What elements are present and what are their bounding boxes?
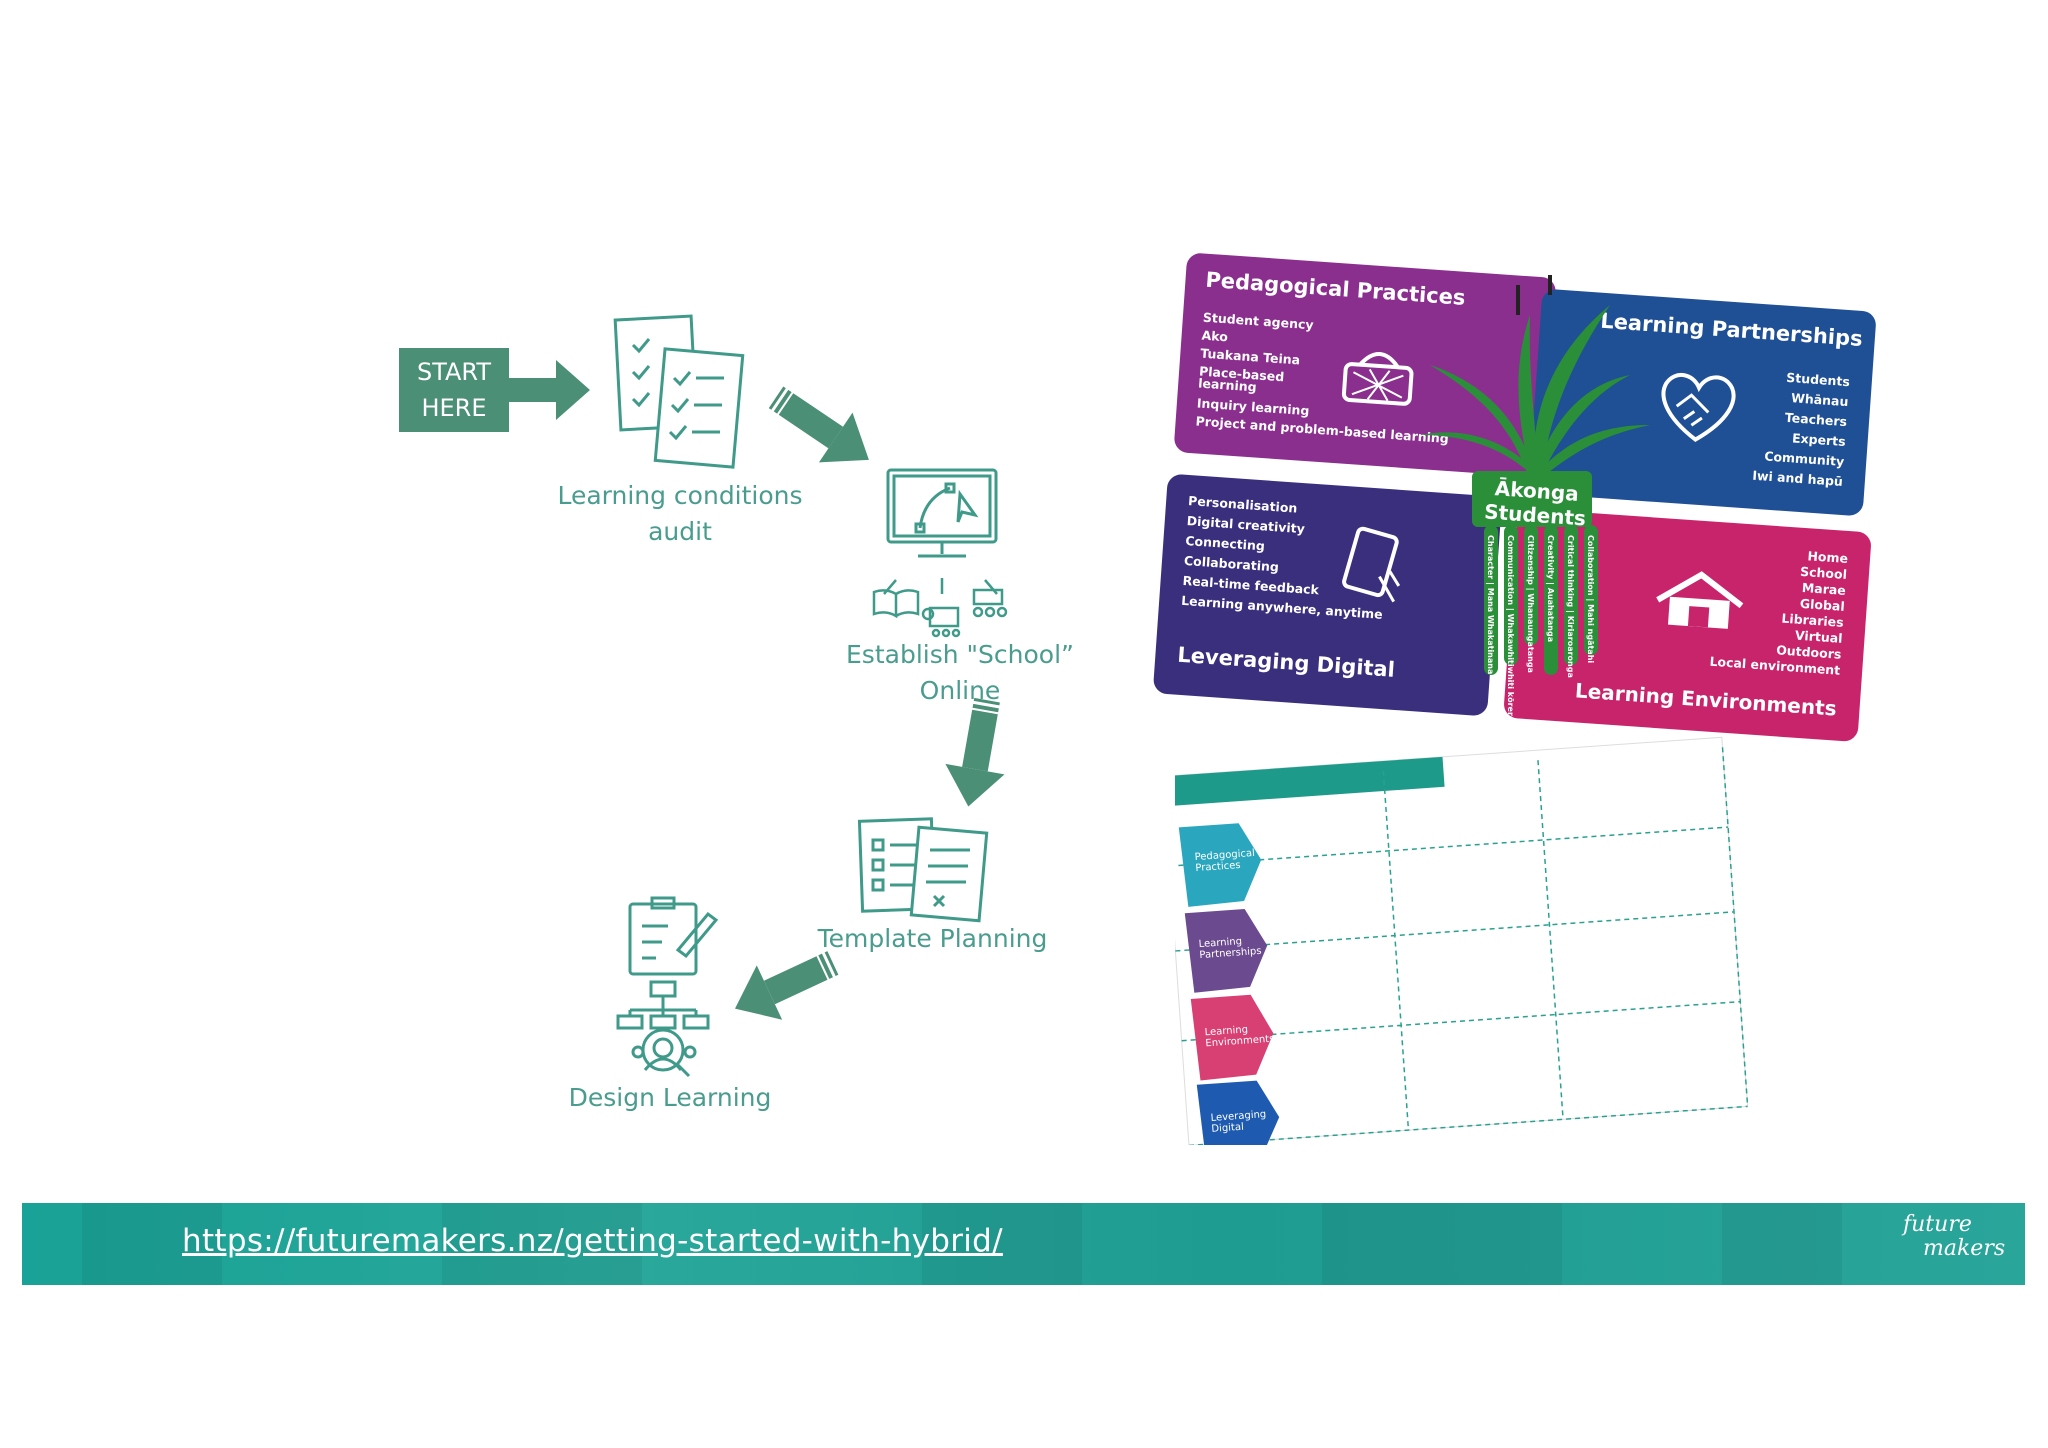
flax-plant-icon [1420, 275, 1650, 675]
kete-basket-icon [1341, 352, 1414, 406]
tablet-hand-icon [1342, 526, 1401, 603]
planning-template: Four Elements in Practice: In our physic… [1175, 725, 1775, 1145]
arrow-online-to-template [945, 697, 1005, 807]
template-planning-icon [857, 817, 989, 923]
akonga-students-label: Ākonga Students [1483, 476, 1587, 531]
card-learning-environments: Home School Marae Global Libraries Virtu… [1503, 507, 1872, 743]
hybrid-guide-link[interactable]: https://futuremakers.nz/getting-started-… [182, 1223, 1003, 1259]
step-online-label: Establish "School” Online [846, 640, 1074, 705]
template-grid [1175, 736, 1749, 1145]
step-template-label: Template Planning [817, 924, 1048, 953]
people-book-icon [872, 578, 1008, 638]
monitor-design-icon [886, 468, 998, 558]
four-elements-graphic: Pedagogical Practices Student agency Ako… [1150, 252, 1900, 775]
checklist-icon [613, 314, 745, 469]
futuremakers-logo: future makers [1903, 1212, 2006, 1261]
card-title: Leveraging Digital [1176, 642, 1396, 682]
start-label: START [416, 358, 492, 386]
step-design-label: Design Learning [568, 1083, 772, 1112]
arrow-template-to-design [734, 951, 839, 1020]
start-here-box: START HERE [399, 348, 509, 432]
card-leveraging-digital: Personalisation Digital creativity Conne… [1152, 473, 1503, 717]
arrow-start-to-audit [509, 360, 590, 420]
heart-handshake-icon [1661, 373, 1736, 442]
card-pedagogical-practices: Pedagogical Practices Student agency Ako… [1173, 252, 1557, 478]
card-learning-partnerships: Learning Partnerships Students Whānau Te… [1528, 288, 1877, 517]
design-learning-icon [616, 896, 719, 1078]
marae-house-icon [1656, 571, 1744, 629]
footer-banner: https://futuremakers.nz/getting-started-… [22, 1203, 2025, 1285]
step-audit-label: Learning conditions audit [557, 481, 803, 546]
here-label: HERE [421, 394, 487, 422]
arrow-audit-to-online [768, 386, 869, 463]
template-row-markers [1178, 823, 1280, 1145]
